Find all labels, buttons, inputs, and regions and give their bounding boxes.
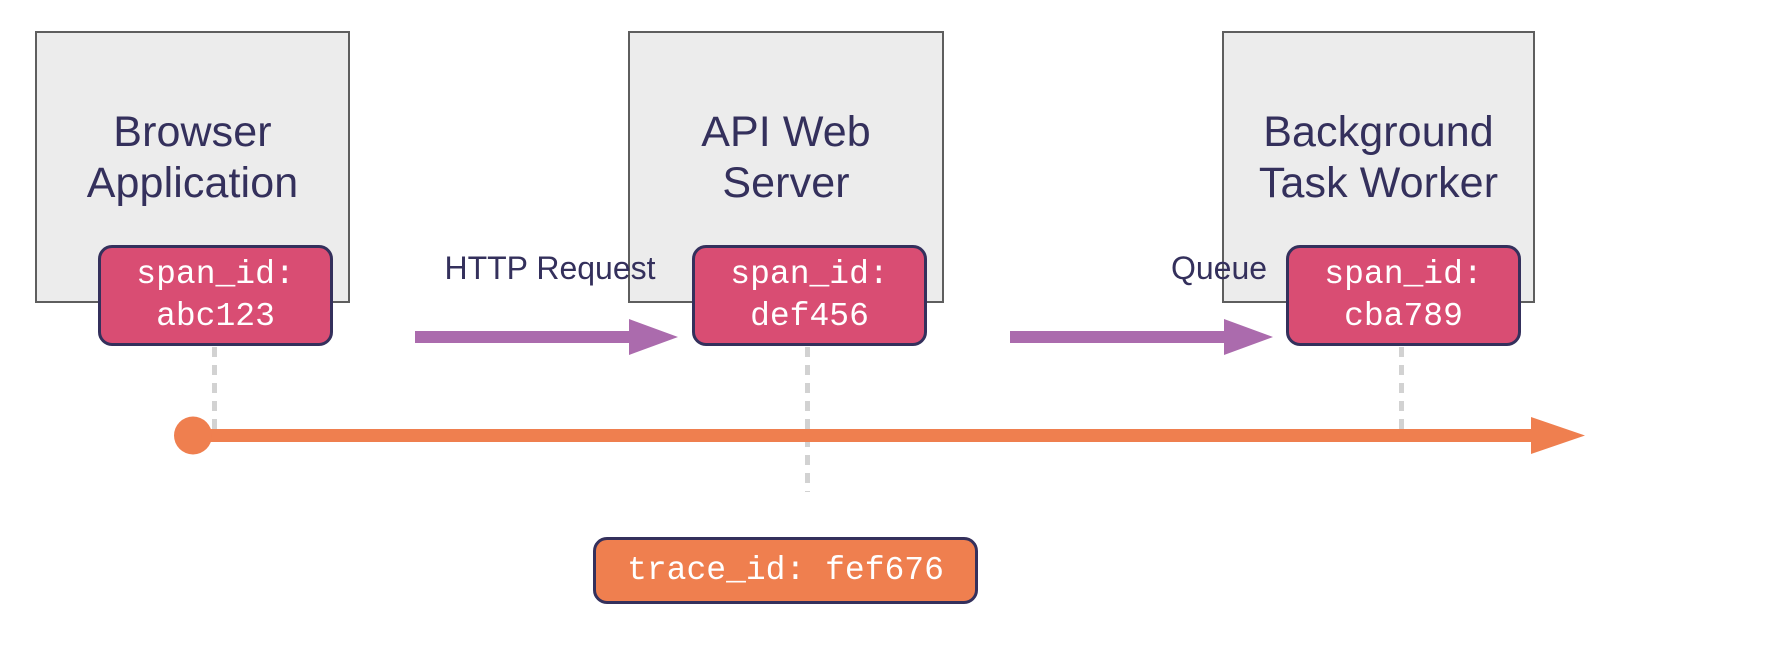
trace-id-badge[interactable]: trace_id: fef676 <box>593 537 978 604</box>
flow-arrow-http-request <box>415 317 680 357</box>
span-badge-api-label: span_id: def456 <box>730 256 889 335</box>
dash-connector-worker <box>1399 347 1404 435</box>
service-title-api: API Web Server <box>701 108 871 207</box>
flow-arrow-queue <box>1010 317 1275 357</box>
span-badge-browser-label: span_id: abc123 <box>136 256 295 335</box>
flow-label-queue: Queue <box>1170 250 1268 286</box>
dash-connector-browser <box>212 347 217 435</box>
flow-label-http-request: HTTP Request <box>444 250 656 286</box>
service-title-browser: Browser Application <box>86 108 299 207</box>
span-badge-browser[interactable]: span_id: abc123 <box>98 245 333 346</box>
span-badge-worker-label: span_id: cba789 <box>1324 256 1483 335</box>
span-badge-worker[interactable]: span_id: cba789 <box>1286 245 1521 346</box>
trace-line <box>160 405 1610 467</box>
trace-id-label: trace_id: fef676 <box>627 552 944 589</box>
service-title-worker: Background Task Worker <box>1258 108 1499 207</box>
trace-end-arrowhead <box>1531 417 1585 454</box>
dash-connector-api <box>805 347 810 492</box>
trace-start-dot <box>174 416 212 455</box>
span-badge-api[interactable]: span_id: def456 <box>692 245 927 346</box>
